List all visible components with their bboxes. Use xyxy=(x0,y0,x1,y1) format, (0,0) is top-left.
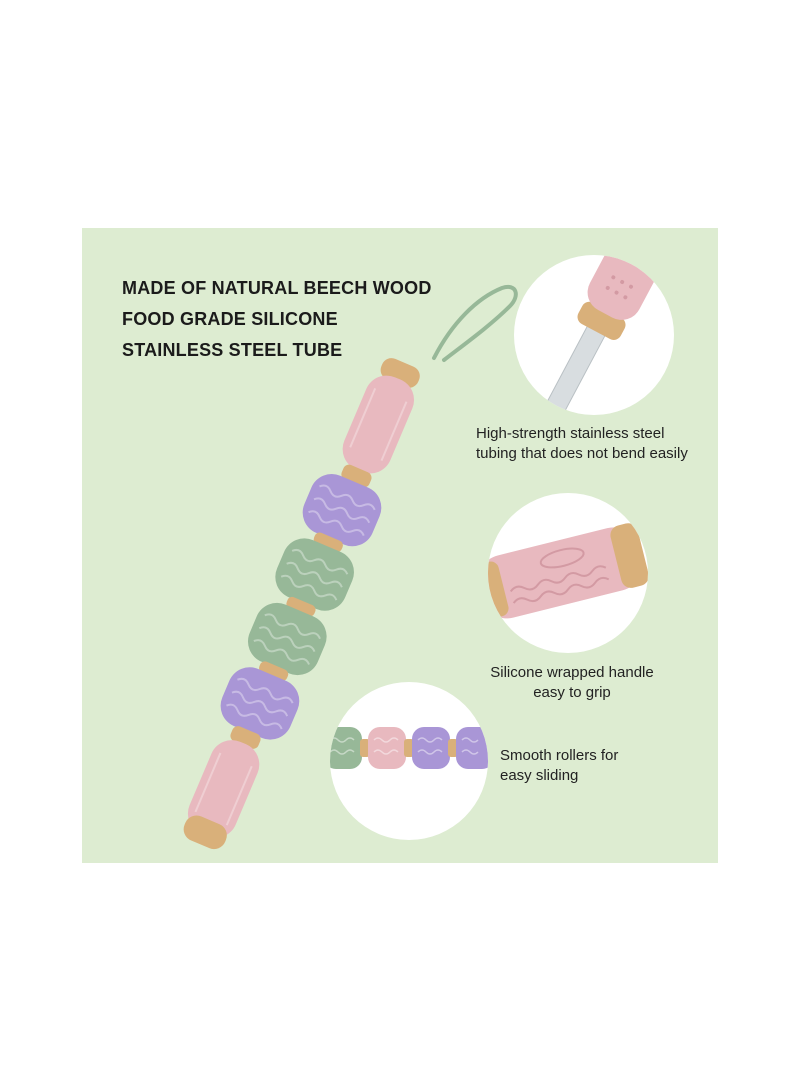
roller-purple-bottom xyxy=(220,667,300,740)
roller-green-top xyxy=(275,538,354,611)
roller-green-bottom xyxy=(247,602,327,676)
headline-material-wood: MADE OF NATURAL BEECH WOOD xyxy=(122,278,432,298)
feature-caption-rollers-line1: Smooth rollers for xyxy=(500,747,619,764)
feature-caption-steel-line1: High-strength stainless steel xyxy=(476,425,665,442)
feature-caption-handle: Silicone wrapped handle easy to grip xyxy=(482,663,662,703)
strap-loop xyxy=(432,284,518,362)
feature-caption-handle-line2: easy to grip xyxy=(533,684,611,701)
feature-caption-rollers-line2: easy sliding xyxy=(500,767,579,784)
feature-caption-steel: High-strength stainless steel tubing tha… xyxy=(476,424,688,464)
feature-caption-rollers: Smooth rollers for easy sliding xyxy=(500,746,618,786)
feature-caption-steel-line2: tubing that does not bend easily xyxy=(476,445,688,462)
handle-top xyxy=(342,375,415,474)
handle-bottom xyxy=(187,740,260,838)
massage-stick-image xyxy=(183,284,518,850)
headline-material-silicone: FOOD GRADE SILICONE xyxy=(122,309,338,329)
roller-purple-top xyxy=(302,473,382,547)
detail-circle-silicone-handle xyxy=(488,493,648,653)
detail-circle-rollers xyxy=(330,682,488,840)
headline-material-steel: STAINLESS STEEL TUBE xyxy=(122,340,343,360)
feature-caption-handle-line1: Silicone wrapped handle xyxy=(490,664,654,681)
detail-circle-steel-tube xyxy=(514,255,674,415)
wood-cap-bottom xyxy=(183,815,227,850)
